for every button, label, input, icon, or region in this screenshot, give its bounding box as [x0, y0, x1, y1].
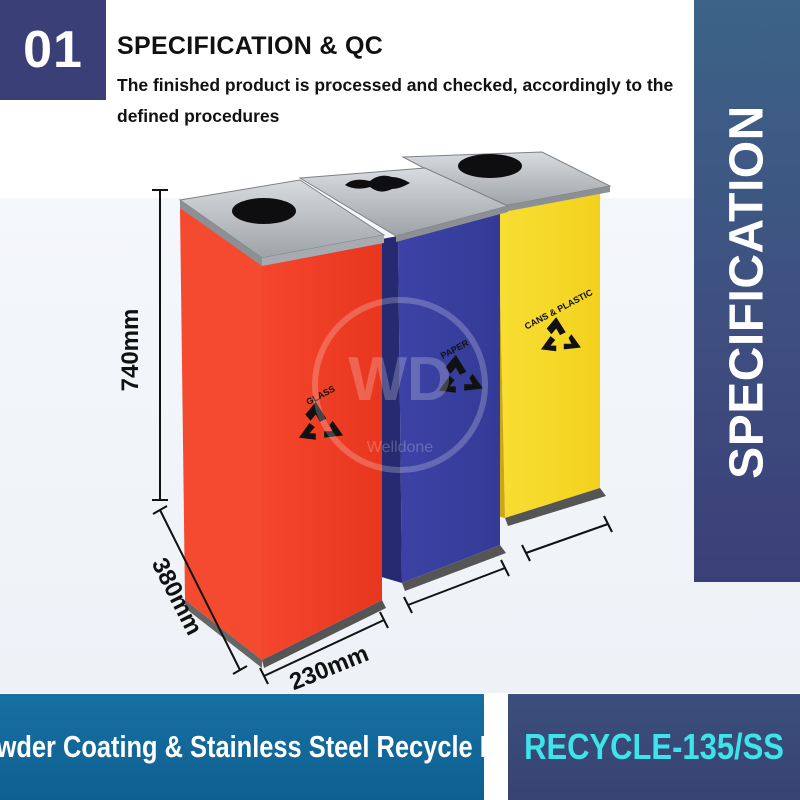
- step-number: 01: [23, 21, 83, 79]
- product-name: Powder Coating & Stainless Steel Recycle…: [0, 729, 521, 764]
- height-dimension: 740mm: [117, 309, 144, 392]
- product-name-banner: Powder Coating & Stainless Steel Recycle…: [0, 694, 520, 800]
- bin-paper: PAPER: [298, 167, 510, 591]
- model-number: RECYCLE-135/SS: [524, 726, 784, 767]
- section-title: SPECIFICATION & QC: [117, 32, 384, 60]
- watermark-text: Welldone: [367, 439, 434, 456]
- footer-divider: [484, 694, 508, 800]
- watermark-logo: WD Welldone: [312, 297, 488, 473]
- section-subtitle: The finished product is processed and ch…: [117, 75, 674, 126]
- side-panel: [694, 0, 800, 582]
- bin-glass: GLASS: [178, 179, 386, 668]
- dimension-lines: [152, 189, 613, 685]
- watermark-mark: WD: [348, 345, 451, 414]
- model-banner: RECYCLE-135/SS: [508, 694, 800, 800]
- step-number-badge: 01: [0, 0, 106, 100]
